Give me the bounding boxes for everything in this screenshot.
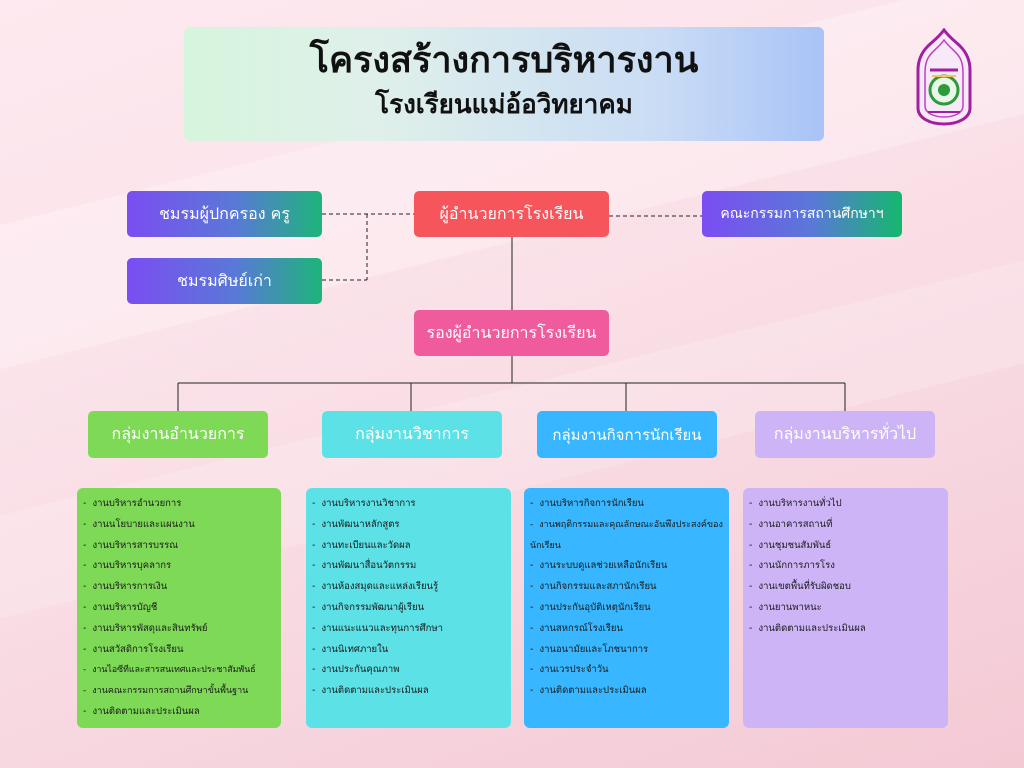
list-item: -งานนโยบายและแผนงาน — [83, 518, 195, 530]
title-box: โครงสร้างการบริหารงาน โรงเรียนแม่อ้อวิทย… — [184, 27, 824, 141]
list-item: -งานประกันอุบัติเหตุนักเรียน — [530, 601, 651, 613]
list-item: -งานบริหารงานวิชาการ — [312, 498, 416, 509]
group-panel-general-admin: -งานบริหารงานทั่วไป -งานอาคารสถานที่ -งา… — [743, 488, 948, 728]
list-item: -งานประกันคุณภาพ — [312, 664, 400, 676]
group-header-administration: กลุ่มงานอำนวยการ — [88, 411, 268, 458]
director-node: ผู้อำนวยการโรงเรียน — [414, 191, 609, 237]
list-item: -งานเวรประจำวัน — [530, 664, 609, 676]
list-item: -งานบริหารกิจการนักเรียน — [530, 498, 644, 509]
group-panel-academic: -งานบริหารงานวิชาการ -งานพัฒนาหลักสูตร -… — [306, 488, 511, 728]
page-title: โครงสร้างการบริหารงาน — [309, 40, 699, 81]
parents-teachers-club-label: ชมรมผู้ปกครอง ครู — [159, 203, 290, 223]
group-panel-student-affairs: -งานบริหารกิจการนักเรียน -งานพฤติกรรมและ… — [524, 488, 729, 728]
director-label: ผู้อำนวยการโรงเรียน — [439, 203, 584, 223]
list-item: -งานติดตามและประเมินผล — [83, 705, 200, 717]
list-item: -งานเขตพื้นที่รับผิดชอบ — [749, 581, 851, 593]
task-list: -งานบริหารงานทั่วไป -งานอาคารสถานที่ -งา… — [749, 494, 942, 640]
deputy-director-label: รองผู้อำนวยการโรงเรียน — [426, 322, 597, 342]
list-item: -งานติดตามและประเมินผล — [749, 622, 866, 634]
list-item: -งานสหกรณ์โรงเรียน — [530, 622, 623, 634]
list-item: -งานพัฒนาสื่อนวัตกรรม — [312, 560, 417, 572]
list-item: -งานคณะกรรมการสถานศึกษาขั้นพื้นฐาน — [83, 686, 249, 697]
list-item: -งานอนามัยและโภชนาการ — [530, 643, 649, 655]
alumni-club-node: ชมรมศิษย์เก่า — [127, 258, 322, 304]
deputy-director-node: รองผู้อำนวยการโรงเรียน — [414, 310, 609, 356]
list-item: -งานนักการภารโรง — [749, 560, 835, 572]
list-item: -งานติดตามและประเมินผล — [530, 685, 647, 697]
list-item: -งานระบบดูแลช่วยเหลือนักเรียน — [530, 560, 668, 572]
list-item: -งานชุมชนสัมพันธ์ — [749, 539, 832, 551]
list-item: -งานติดตามและประเมินผล — [312, 685, 429, 697]
list-item: -งานบริหารการเงิน — [83, 581, 168, 593]
task-list: -งานบริหารกิจการนักเรียน -งานพฤติกรรมและ… — [530, 494, 723, 702]
group-header-label: กลุ่มงานกิจการนักเรียน — [552, 425, 702, 444]
group-header-student-affairs: กลุ่มงานกิจการนักเรียน — [537, 411, 717, 458]
list-item: -งานพัฒนาหลักสูตร — [312, 518, 400, 530]
list-item: -งานทะเบียนและวัดผล — [312, 539, 411, 551]
group-header-label: กลุ่มงานบริหารทั่วไป — [773, 424, 917, 443]
list-item: -งานบริหารบัญชี — [83, 601, 158, 613]
list-item: -งานบริหารงานทั่วไป — [749, 498, 842, 509]
school-committee-label: คณะกรรมการสถานศึกษาฯ — [720, 206, 884, 222]
list-item: -งานไอซีทีและสารสนเทศและประชาสัมพันธ์ — [83, 665, 256, 676]
list-item: -งานแนะแนวและทุนการศึกษา — [312, 622, 443, 634]
list-item: -งานนิเทศภายใน — [312, 643, 389, 655]
list-item: -งานบริหารสารบรรณ — [83, 539, 179, 551]
parents-teachers-club-node: ชมรมผู้ปกครอง ครู — [127, 191, 322, 237]
list-item: -งานยานพาหนะ — [749, 601, 822, 613]
list-item: -งานบริหารอำนวยการ — [83, 498, 182, 509]
list-item: -งานอาคารสถานที่ — [749, 518, 833, 530]
task-list: -งานบริหารอำนวยการ -งานนโยบายและแผนงาน -… — [83, 494, 275, 723]
list-item: -งานบริหารพัสดุและสินทรัพย์ — [83, 622, 208, 634]
list-item: -งานกิจกรรมพัฒนาผู้เรียน — [312, 601, 425, 613]
list-item: -งานสวัสดิการโรงเรียน — [83, 643, 184, 655]
list-item: -งานห้องสมุดและแหล่งเรียนรู้ — [312, 581, 439, 593]
page-subtitle: โรงเรียนแม่อ้อวิทยาคม — [375, 90, 633, 120]
list-item: -งานกิจกรรมและสภานักเรียน — [530, 581, 657, 593]
group-header-academic: กลุ่มงานวิชาการ — [322, 411, 502, 458]
group-header-label: กลุ่มงานอำนวยการ — [111, 424, 245, 443]
alumni-club-label: ชมรมศิษย์เก่า — [177, 270, 272, 290]
school-committee-node: คณะกรรมการสถานศึกษาฯ — [702, 191, 902, 237]
group-panel-administration: -งานบริหารอำนวยการ -งานนโยบายและแผนงาน -… — [77, 488, 281, 728]
task-list: -งานบริหารงานวิชาการ -งานพัฒนาหลักสูตร -… — [312, 494, 505, 702]
list-item: -งานพฤติกรรมและคุณลักษณะอันพึงประสงค์ของ… — [530, 519, 723, 551]
group-header-general-admin: กลุ่มงานบริหารทั่วไป — [755, 411, 935, 458]
list-item: -งานบริหารบุคลากร — [83, 560, 172, 572]
group-header-label: กลุ่มงานวิชาการ — [355, 424, 469, 443]
school-emblem-icon — [916, 28, 972, 126]
